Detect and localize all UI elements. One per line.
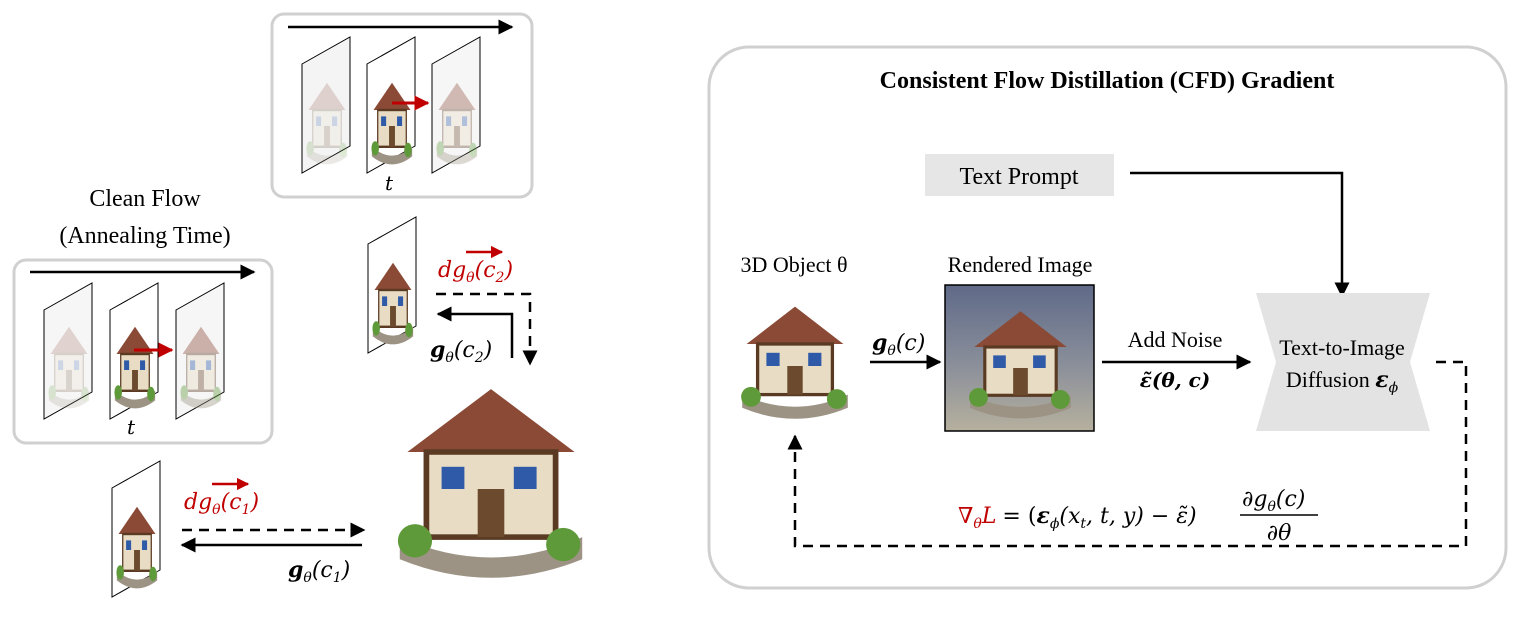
top-time-label: t (385, 171, 394, 195)
view-c1-frame (111, 460, 161, 598)
eps-tilde-label: ε̃(θ, c) (1140, 368, 1211, 392)
left-frame-3 (175, 282, 225, 420)
3d-house-large (398, 389, 582, 578)
prompt-to-diffusion-arrow (1130, 171, 1350, 298)
svg-text:∂θ: ∂θ (1267, 521, 1292, 546)
g-c2-solid-path (436, 306, 514, 358)
clean-flow-label: Clean Flow (89, 186, 201, 212)
top-frame-2 (366, 36, 416, 174)
svg-text:∂gθ(c): ∂gθ(c) (1242, 487, 1305, 515)
g-c-label: gθ(c) (872, 330, 925, 359)
cfd-panel-box (707, 45, 1508, 590)
t2i-line2: Diffusion εϕ (1286, 367, 1399, 396)
left-frame-1 (43, 282, 93, 420)
rendered-image-label: Rendered Image (948, 252, 1093, 277)
annealing-time-label: (Annealing Time) (59, 223, 230, 249)
t2i-line1: Text-to-Image (1279, 335, 1405, 360)
panel-title: Consistent Flow Distillation (CFD) Gradi… (880, 68, 1335, 94)
left-panel: t Clean Flow (Annealing Time) t dgθ(c2 (12, 12, 582, 598)
svg-text:∇θL= (εϕ(xt, t, y) − ε̃): ∇θL= (εϕ(xt, t, y) − ε̃) (958, 503, 1197, 532)
add-noise-label: Add Noise (1128, 327, 1223, 352)
dg-c2-dashed-path (436, 292, 538, 366)
g-c1-label: gθ(c1) (288, 557, 350, 586)
diffusion-block (1256, 293, 1430, 431)
dg-c1-label: dgθ(c1) (184, 490, 259, 518)
text-prompt-label: Text Prompt (960, 164, 1079, 190)
text-prompt-box (925, 154, 1114, 196)
view-c2-frame (367, 216, 417, 354)
dg-c2-label: dgθ(c2) (438, 258, 513, 286)
right-panel: Consistent Flow Distillation (CFD) Gradi… (707, 45, 1508, 590)
top-frame-3 (431, 36, 481, 174)
g-c2-label: gθ(c2) (430, 337, 492, 366)
left-time-label: t (127, 415, 136, 439)
gradient-equation: ∇θL= (εϕ(xt, t, y) − ε̃) ∂gθ(c) ∂θ (958, 487, 1318, 546)
top-frame-1 (301, 36, 351, 174)
object-label: 3D Object θ (740, 252, 847, 277)
gradient-feedback-path (787, 360, 1468, 548)
